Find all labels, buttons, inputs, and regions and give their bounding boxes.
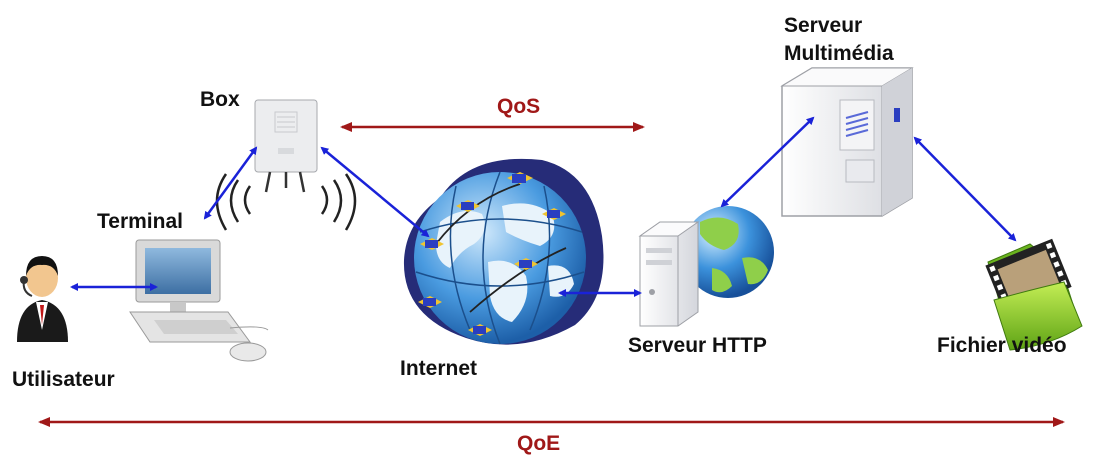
serveur-multimedia-label: Serveur Multimédia [784, 12, 894, 68]
wifi-router-icon [215, 99, 357, 231]
http-server-icon [638, 206, 774, 327]
box-internet-link [320, 146, 430, 238]
internet-globe-icon [403, 158, 604, 345]
network-node-icon [418, 296, 442, 308]
qoe-label: QoE [517, 432, 561, 455]
network-node-icon [468, 324, 492, 336]
network-node-icon [542, 208, 566, 220]
computer-icon [129, 239, 269, 362]
serveur-multimedia-line2: Multimédia [784, 42, 894, 65]
box-label: Box [200, 88, 240, 111]
terminal-label: Terminal [97, 210, 183, 233]
multimedia-video-link [913, 136, 1017, 242]
fichier-video-label: Fichier vidéo [937, 334, 1067, 357]
serveur-multimedia-line1: Serveur [784, 14, 863, 37]
network-node-icon [456, 200, 480, 212]
multimedia-server-icon [780, 67, 914, 217]
utilisateur-label: Utilisateur [12, 368, 115, 391]
terminal-box-link [203, 146, 258, 220]
user-icon [17, 256, 68, 342]
network-node-icon [507, 172, 533, 184]
internet-label: Internet [400, 357, 478, 380]
network-node-icon [420, 238, 444, 250]
qos-label: QoS [497, 95, 541, 118]
serveur-http-label: Serveur HTTP [628, 334, 767, 357]
video-file-icon [985, 238, 1083, 351]
http-multimedia-link [720, 116, 815, 208]
network-node-icon [514, 258, 538, 270]
